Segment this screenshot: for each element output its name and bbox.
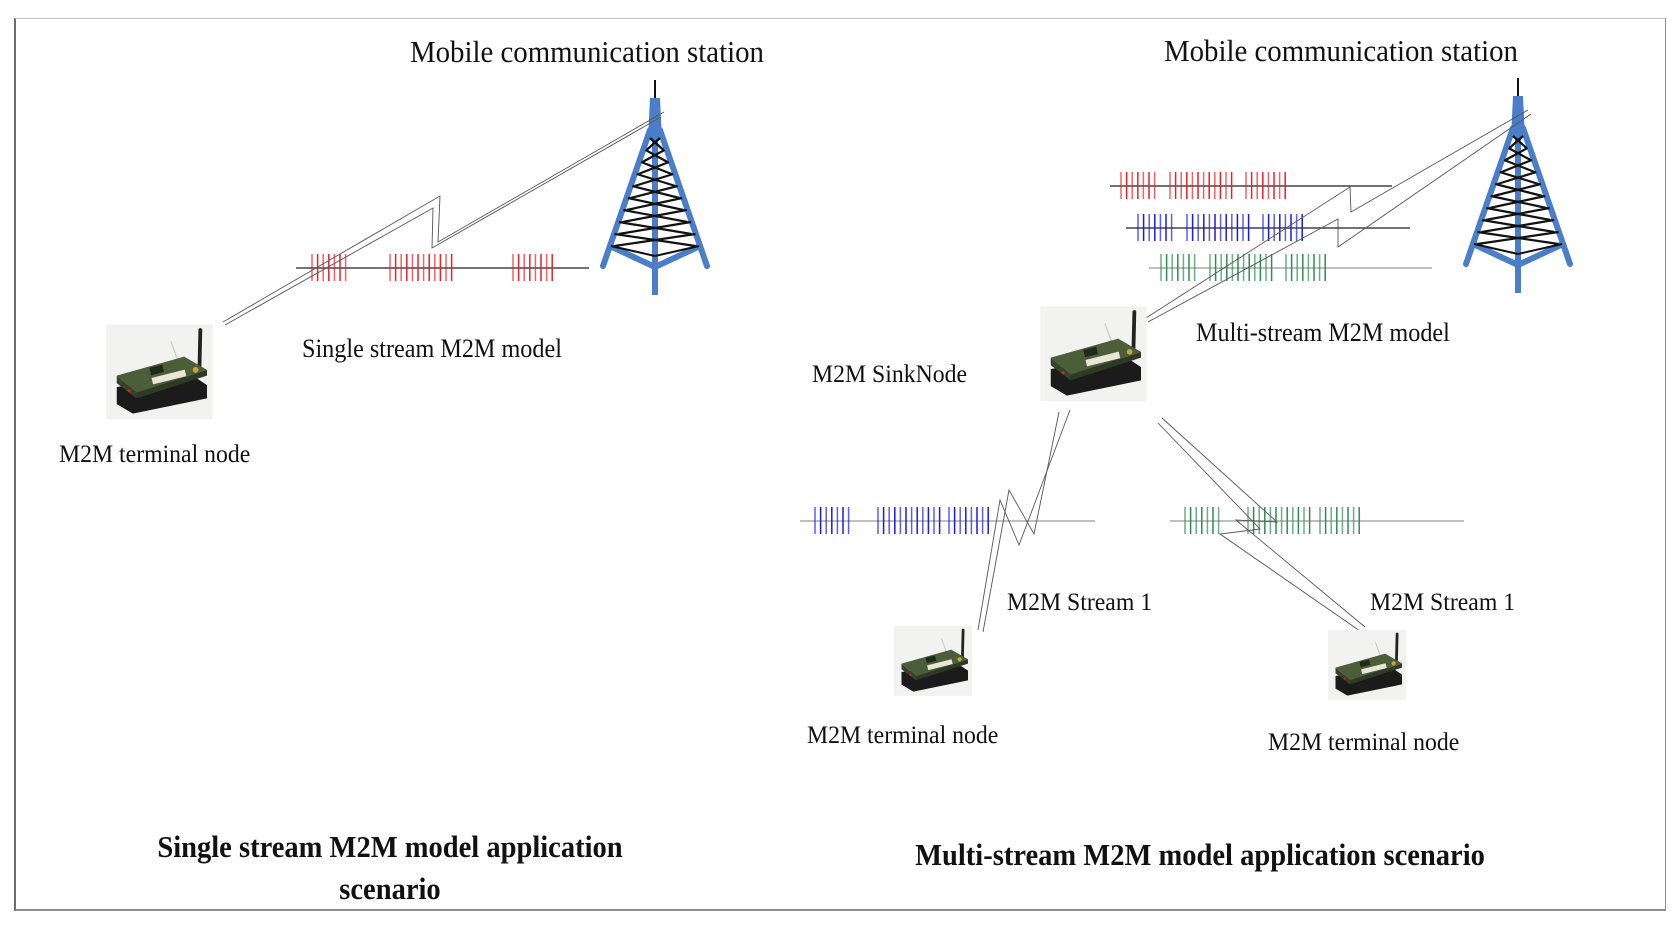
signal-stream (296, 254, 589, 281)
wireless-link-terminal-right (1161, 417, 1366, 628)
signal-burst (1319, 507, 1360, 534)
wireless-link-uplink (1147, 113, 1532, 323)
signal-burst (1169, 172, 1233, 199)
signal-burst (814, 507, 850, 534)
signal-burst (1262, 214, 1303, 241)
signal-burst (1245, 172, 1286, 199)
stream-label-right: M2M Stream 1 (1370, 589, 1516, 616)
stream-line (800, 507, 1095, 534)
signal-burst (877, 507, 941, 534)
m2m-device-icon (1040, 306, 1147, 402)
caption-line-2: scenario (339, 871, 441, 906)
terminal-node-label-right: M2M terminal node (1268, 729, 1460, 756)
cell-tower-icon (600, 80, 710, 295)
signal-burst (1137, 214, 1173, 241)
signal-burst (1120, 172, 1156, 199)
wireless-link-single (222, 111, 665, 323)
signal-burst (1209, 254, 1273, 281)
stream-label-left: M2M Stream 1 (1007, 589, 1153, 616)
caption-multi-stream: Multi-stream M2M model application scena… (915, 837, 1485, 872)
stream-line (1110, 172, 1392, 199)
caption-line-1: Single stream M2M model application (157, 829, 623, 864)
single-stream-model-label: Single stream M2M model (302, 334, 562, 363)
figure-frame (14, 18, 1666, 911)
signal-burst (948, 507, 989, 534)
stream-line (1170, 507, 1464, 534)
caption-single-stream: Single stream M2M model application scen… (68, 826, 712, 910)
signal-burst (1160, 254, 1196, 281)
multi-stream-model-label: Multi-stream M2M model (1196, 318, 1450, 347)
wireless-link-terminal-left (977, 409, 1071, 631)
wireless-link-terminal-right (1157, 422, 1361, 632)
signal-burst (1184, 507, 1220, 534)
signal-burst (1285, 254, 1326, 281)
m2m-device-icon (893, 625, 973, 696)
m2m-device-icon (1327, 629, 1407, 700)
stream-line (296, 254, 589, 281)
terminal-node-label: M2M terminal node (59, 441, 251, 468)
signal-burst (1186, 214, 1250, 241)
stream-line (1149, 254, 1432, 281)
station-label-right: Mobile communication station (1164, 33, 1518, 68)
link-signal-streams (800, 507, 1464, 534)
sink-node-label: M2M SinkNode (812, 361, 968, 388)
wireless-link-single (224, 116, 662, 326)
signal-burst (389, 254, 453, 281)
stream-line (1126, 214, 1410, 241)
cell-tower-icon (1463, 78, 1573, 293)
wireless-link-uplink (1145, 109, 1529, 319)
terminal-node-label-left: M2M terminal node (807, 722, 999, 749)
station-label-left: Mobile communication station (410, 34, 764, 69)
signal-streams (1110, 172, 1432, 281)
signal-burst (512, 254, 553, 281)
m2m-device-icon (106, 324, 213, 420)
